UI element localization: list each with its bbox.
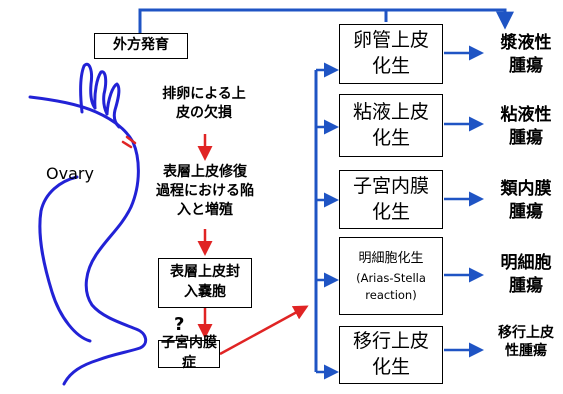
tumor-clear-cell: 明細胞 腫瘍 bbox=[500, 253, 552, 296]
ovary-fimbria bbox=[79, 62, 121, 129]
red-arrow-to-bus bbox=[219, 305, 309, 356]
ovary-break-mark bbox=[121, 135, 137, 149]
step-ovulation-defect: 排卵による上 皮の欠損 bbox=[162, 86, 246, 121]
metaplasia-clear-cell-box: 明細胞化生 (Arias-Stella reaction) bbox=[339, 237, 443, 315]
external-growth-label: 外方発育 bbox=[113, 37, 169, 54]
top-flow-line bbox=[138, 8, 514, 33]
metaplasia-mucinous-label: 粘液上皮 化生 bbox=[352, 100, 429, 149]
metaplasia-clear-cell-label: 明細胞化生 bbox=[358, 250, 424, 266]
metaplasia-endometrial-label: 子宮内膜 化生 bbox=[352, 174, 429, 223]
tumor-transitional: 移行上皮 性腫瘍 bbox=[498, 325, 554, 360]
external-growth-box: 外方発育 bbox=[94, 33, 188, 59]
metaplasia-tubal-label: 卵管上皮 化生 bbox=[352, 29, 429, 77]
ovary-inner-curve bbox=[38, 175, 92, 343]
metaplasia-mucinous-box: 粘液上皮 化生 bbox=[339, 94, 443, 157]
tumor-mucinous: 粘液性 腫瘍 bbox=[500, 105, 552, 148]
metaplasia-endometrial-box: 子宮内膜 化生 bbox=[339, 170, 443, 229]
metaplasia-transitional-box: 移行上皮 化生 bbox=[339, 326, 443, 384]
metaplasia-transitional-label: 移行上皮 化生 bbox=[352, 330, 429, 378]
inclusion-cyst-box: 表層上皮封 入嚢胞 bbox=[158, 258, 252, 308]
question-mark: ? bbox=[174, 314, 185, 335]
step-surface-repair: 表層上皮修復 過程における陥 入と増殖 bbox=[156, 164, 254, 218]
metaplasia-tubal-box: 卵管上皮 化生 bbox=[339, 24, 443, 84]
inclusion-cyst-label: 表層上皮封 入嚢胞 bbox=[170, 264, 240, 300]
arias-stella-label: (Arias-Stella reaction) bbox=[356, 271, 426, 302]
tumor-serous: 漿液性 腫瘍 bbox=[500, 33, 552, 76]
tumor-endometrioid: 類内膜 腫瘍 bbox=[500, 179, 552, 222]
ovary-label: Ovary bbox=[46, 164, 94, 183]
endometriosis-label: 子宮内膜症 bbox=[161, 335, 217, 371]
endometriosis-box: 子宮内膜症 bbox=[158, 335, 220, 371]
